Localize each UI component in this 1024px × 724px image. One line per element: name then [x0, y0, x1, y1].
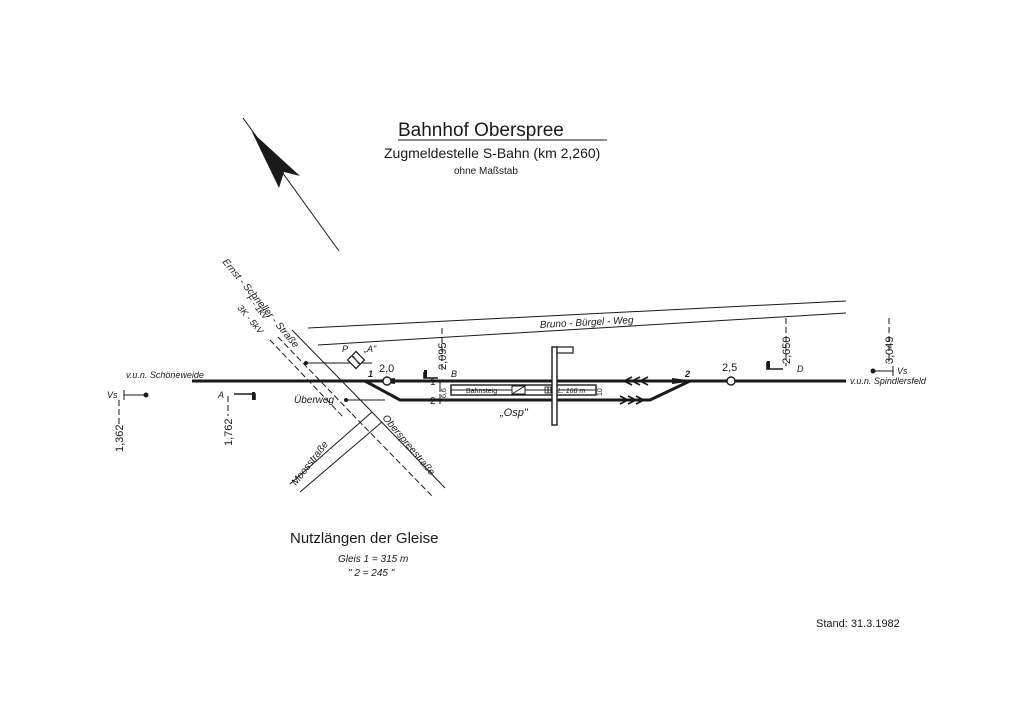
direction-arrows-track-2-icon	[619, 395, 646, 405]
platform-label: Bahnsteig	[466, 388, 497, 395]
bruno-buergel-weg-label: Bruno - Bürgel - Weg	[540, 315, 635, 331]
vs-signal-right-icon	[870, 366, 894, 376]
track-1-number: 1	[430, 377, 436, 388]
crossing-label: Überweg	[294, 394, 334, 406]
signal-b-label: B	[451, 369, 457, 379]
status-date: Stand: 31.3.1982	[816, 618, 900, 630]
direction-arrows-track-1-icon	[622, 376, 649, 386]
station-code: „Osp"	[499, 407, 529, 419]
km-3049-label: 3,049	[884, 336, 896, 364]
useful-lengths-line-1: Gleis 1 = 315 m	[338, 554, 408, 565]
km-2-5-marker	[726, 376, 736, 386]
signal-a-quote: „A"	[363, 344, 377, 354]
direction-right-label: v.u.n. Spindlersfeld	[850, 376, 927, 386]
north-arrow-icon	[242, 117, 340, 252]
signal-b-icon	[423, 370, 438, 379]
switch-2-icon	[672, 378, 695, 384]
platform-left-km: 6,6	[441, 388, 448, 398]
moosstrasse-road	[289, 411, 383, 493]
platform-right-km: 10	[597, 388, 604, 396]
useful-lengths-line-2: " 2 = 245 "	[348, 568, 395, 579]
signal-a-label: A	[217, 390, 224, 400]
switch-1-number: 1	[368, 369, 373, 379]
diagram-subtitle: Zugmeldestelle S-Bahn (km 2,260)	[384, 145, 600, 161]
km-2-0-label: 2,0	[379, 363, 394, 375]
km-2-5-label: 2,5	[722, 362, 737, 374]
km-1362-label: 1,362	[114, 424, 126, 452]
direction-left-label: v.u.n. Schöneweide	[126, 370, 204, 380]
bruno-buergel-weg-road	[307, 300, 847, 346]
km-2650-label: 2,650	[781, 336, 793, 364]
diagram-title: Bahnhof Oberspree	[398, 120, 564, 141]
track-2-line	[364, 379, 691, 402]
vs-signal-left-label: Vs	[107, 390, 118, 400]
vs-signal-right-label: Vs	[897, 366, 908, 376]
switch-2-number: 2	[684, 369, 690, 379]
useful-lengths-heading: Nutzlängen der Gleise	[290, 530, 438, 547]
signal-d-label: D	[797, 364, 804, 374]
signal-d-icon	[766, 361, 783, 370]
signal-a-icon	[234, 392, 256, 400]
p-label: P	[342, 344, 348, 354]
vs-signal-left-icon	[123, 390, 149, 400]
oberspreestrasse-road	[351, 411, 446, 497]
ernst-schneller-strasse-road	[269, 329, 373, 419]
km-2-0-marker	[382, 376, 392, 386]
oberspreestrasse-label: Oberspreestraße	[380, 413, 437, 478]
km-2095-label: 2,095	[437, 342, 449, 370]
footbridge-icon	[551, 346, 574, 426]
platform-length: L: 168 m	[558, 388, 585, 395]
moosstrasse-label: Moosstraße	[290, 439, 331, 488]
km-1762-label: 1,762	[223, 418, 235, 446]
signal-box-icon	[346, 350, 366, 370]
track-2-number: 2	[430, 396, 436, 407]
scale-note: ohne Maßstab	[454, 166, 518, 177]
